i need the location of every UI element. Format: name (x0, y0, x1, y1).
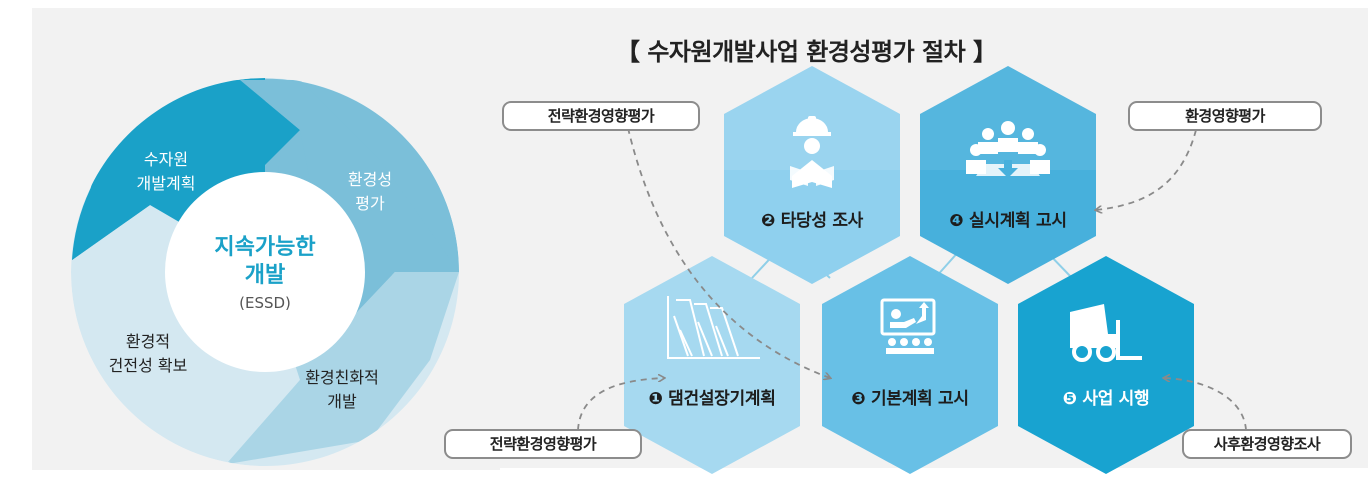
arrow-post-to-construction (1164, 378, 1247, 431)
dashed-arrows (577, 127, 1247, 431)
step-4-label: ❹ 실시계획 고시 (949, 211, 1067, 231)
cycle-segment-2-arrow (240, 80, 459, 330)
step-3-label: ❸ 기본계획 고시 (851, 389, 969, 409)
meeting-icon (966, 121, 1050, 178)
hex-step-5 (1018, 256, 1194, 474)
cycle-segment-3-arrow (228, 272, 459, 464)
surveyor-icon (790, 116, 834, 188)
step-2-label: ❷ 타당성 조사 (760, 211, 864, 231)
forklift-icon (1070, 304, 1142, 362)
assessment-pill-bottom-left: 전략환경영향평가 (444, 429, 642, 459)
diagram-title: 【 수자원개발사업 환경성평가 절차 】 (616, 38, 997, 66)
hex-step-3 (822, 256, 998, 474)
assessment-pill-top-right: 환경영향평가 (1128, 101, 1322, 131)
presentation-icon (880, 298, 936, 354)
dam-icon (667, 296, 760, 359)
cycle-mask (32, 8, 500, 470)
cycle-diagram (32, 8, 500, 470)
assessment-pill-bottom-right: 사후환경영향조사 (1182, 429, 1352, 459)
cycle-center-subtitle: (ESSD) (239, 294, 291, 312)
step-5-label: ❺ 사업 시행 (1062, 389, 1150, 409)
step-1-label: ❶ 댐건설장기계획 (648, 389, 776, 409)
arrow-strategic-to-dam-plan (577, 378, 664, 431)
arrow-strategic-to-basic-plan (627, 127, 830, 378)
assessment-pill-top-left: 전략환경영향평가 (502, 101, 700, 131)
cycle-center (165, 172, 365, 372)
arrow-eia-to-execution-plan (1096, 129, 1197, 210)
